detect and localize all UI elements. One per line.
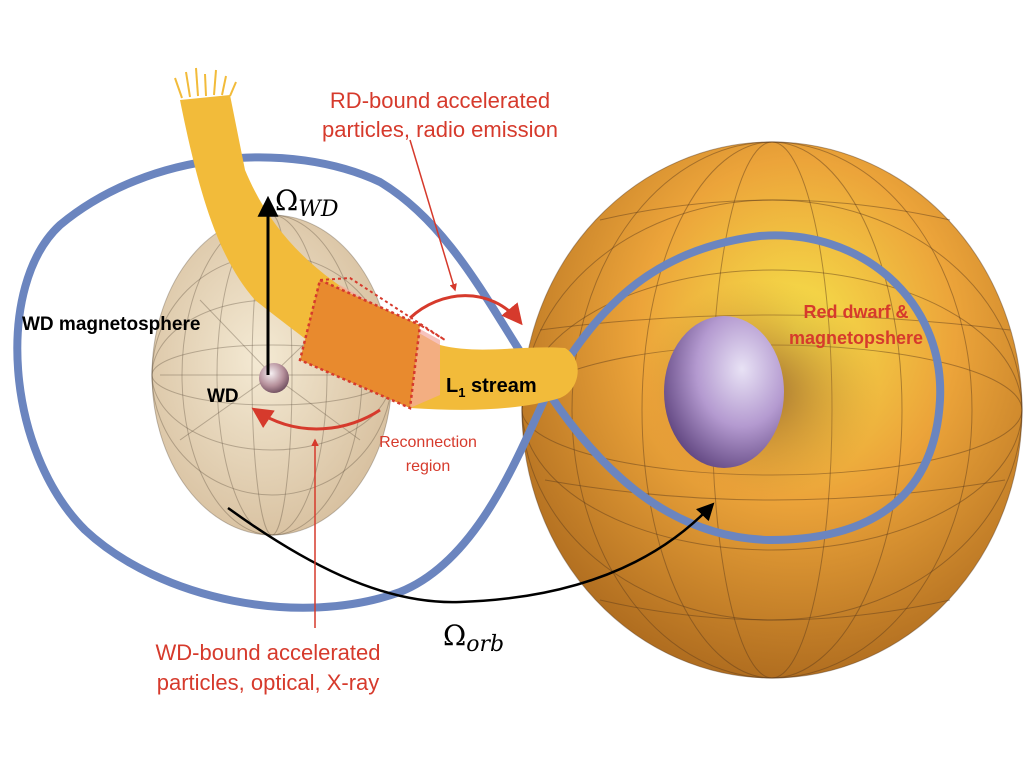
red-dwarf-label-line1: Red dwarf & [803,302,908,322]
rd-bound-arrow [408,294,523,326]
rd-bound-label-line1: RD-bound accelerated [330,88,550,113]
l1-main: L [446,375,458,397]
omega-orb-symbol: Ω [443,619,466,652]
omega-orb-subscript: orb [466,632,504,657]
wd-bound-label-line2: particles, optical, X-ray [157,670,380,695]
rd-bound-pointer [409,139,457,292]
reconnection-label-line2: region [406,458,450,475]
omega-wd-subscript: WD [298,197,339,222]
reconnection-region [298,276,446,410]
wd-bound-label-line1: WD-bound accelerated [155,640,380,665]
l1-subscript: 1 [458,385,465,400]
l1-stream-label: L1 stream [446,375,537,400]
curved-arrow-icon [227,502,715,604]
reconnection-label-line1: Reconnection [379,434,477,451]
white-dwarf [259,363,289,393]
red-dwarf-label-line2: magnetopshere [789,328,923,348]
omega-orb-label: Ωorb [443,619,504,657]
omega-wd-symbol: Ω [275,184,298,217]
wd-label: WD [207,386,239,407]
rd-bound-label-line2: particles, radio emission [322,117,558,142]
wd-bound-arrow [251,407,381,431]
l1-rest: stream [465,375,536,397]
red-dwarf-core [664,316,784,468]
omega-wd-label: ΩWD [275,184,339,222]
wd-magnetosphere-label: WD magnetosphere [22,314,200,335]
